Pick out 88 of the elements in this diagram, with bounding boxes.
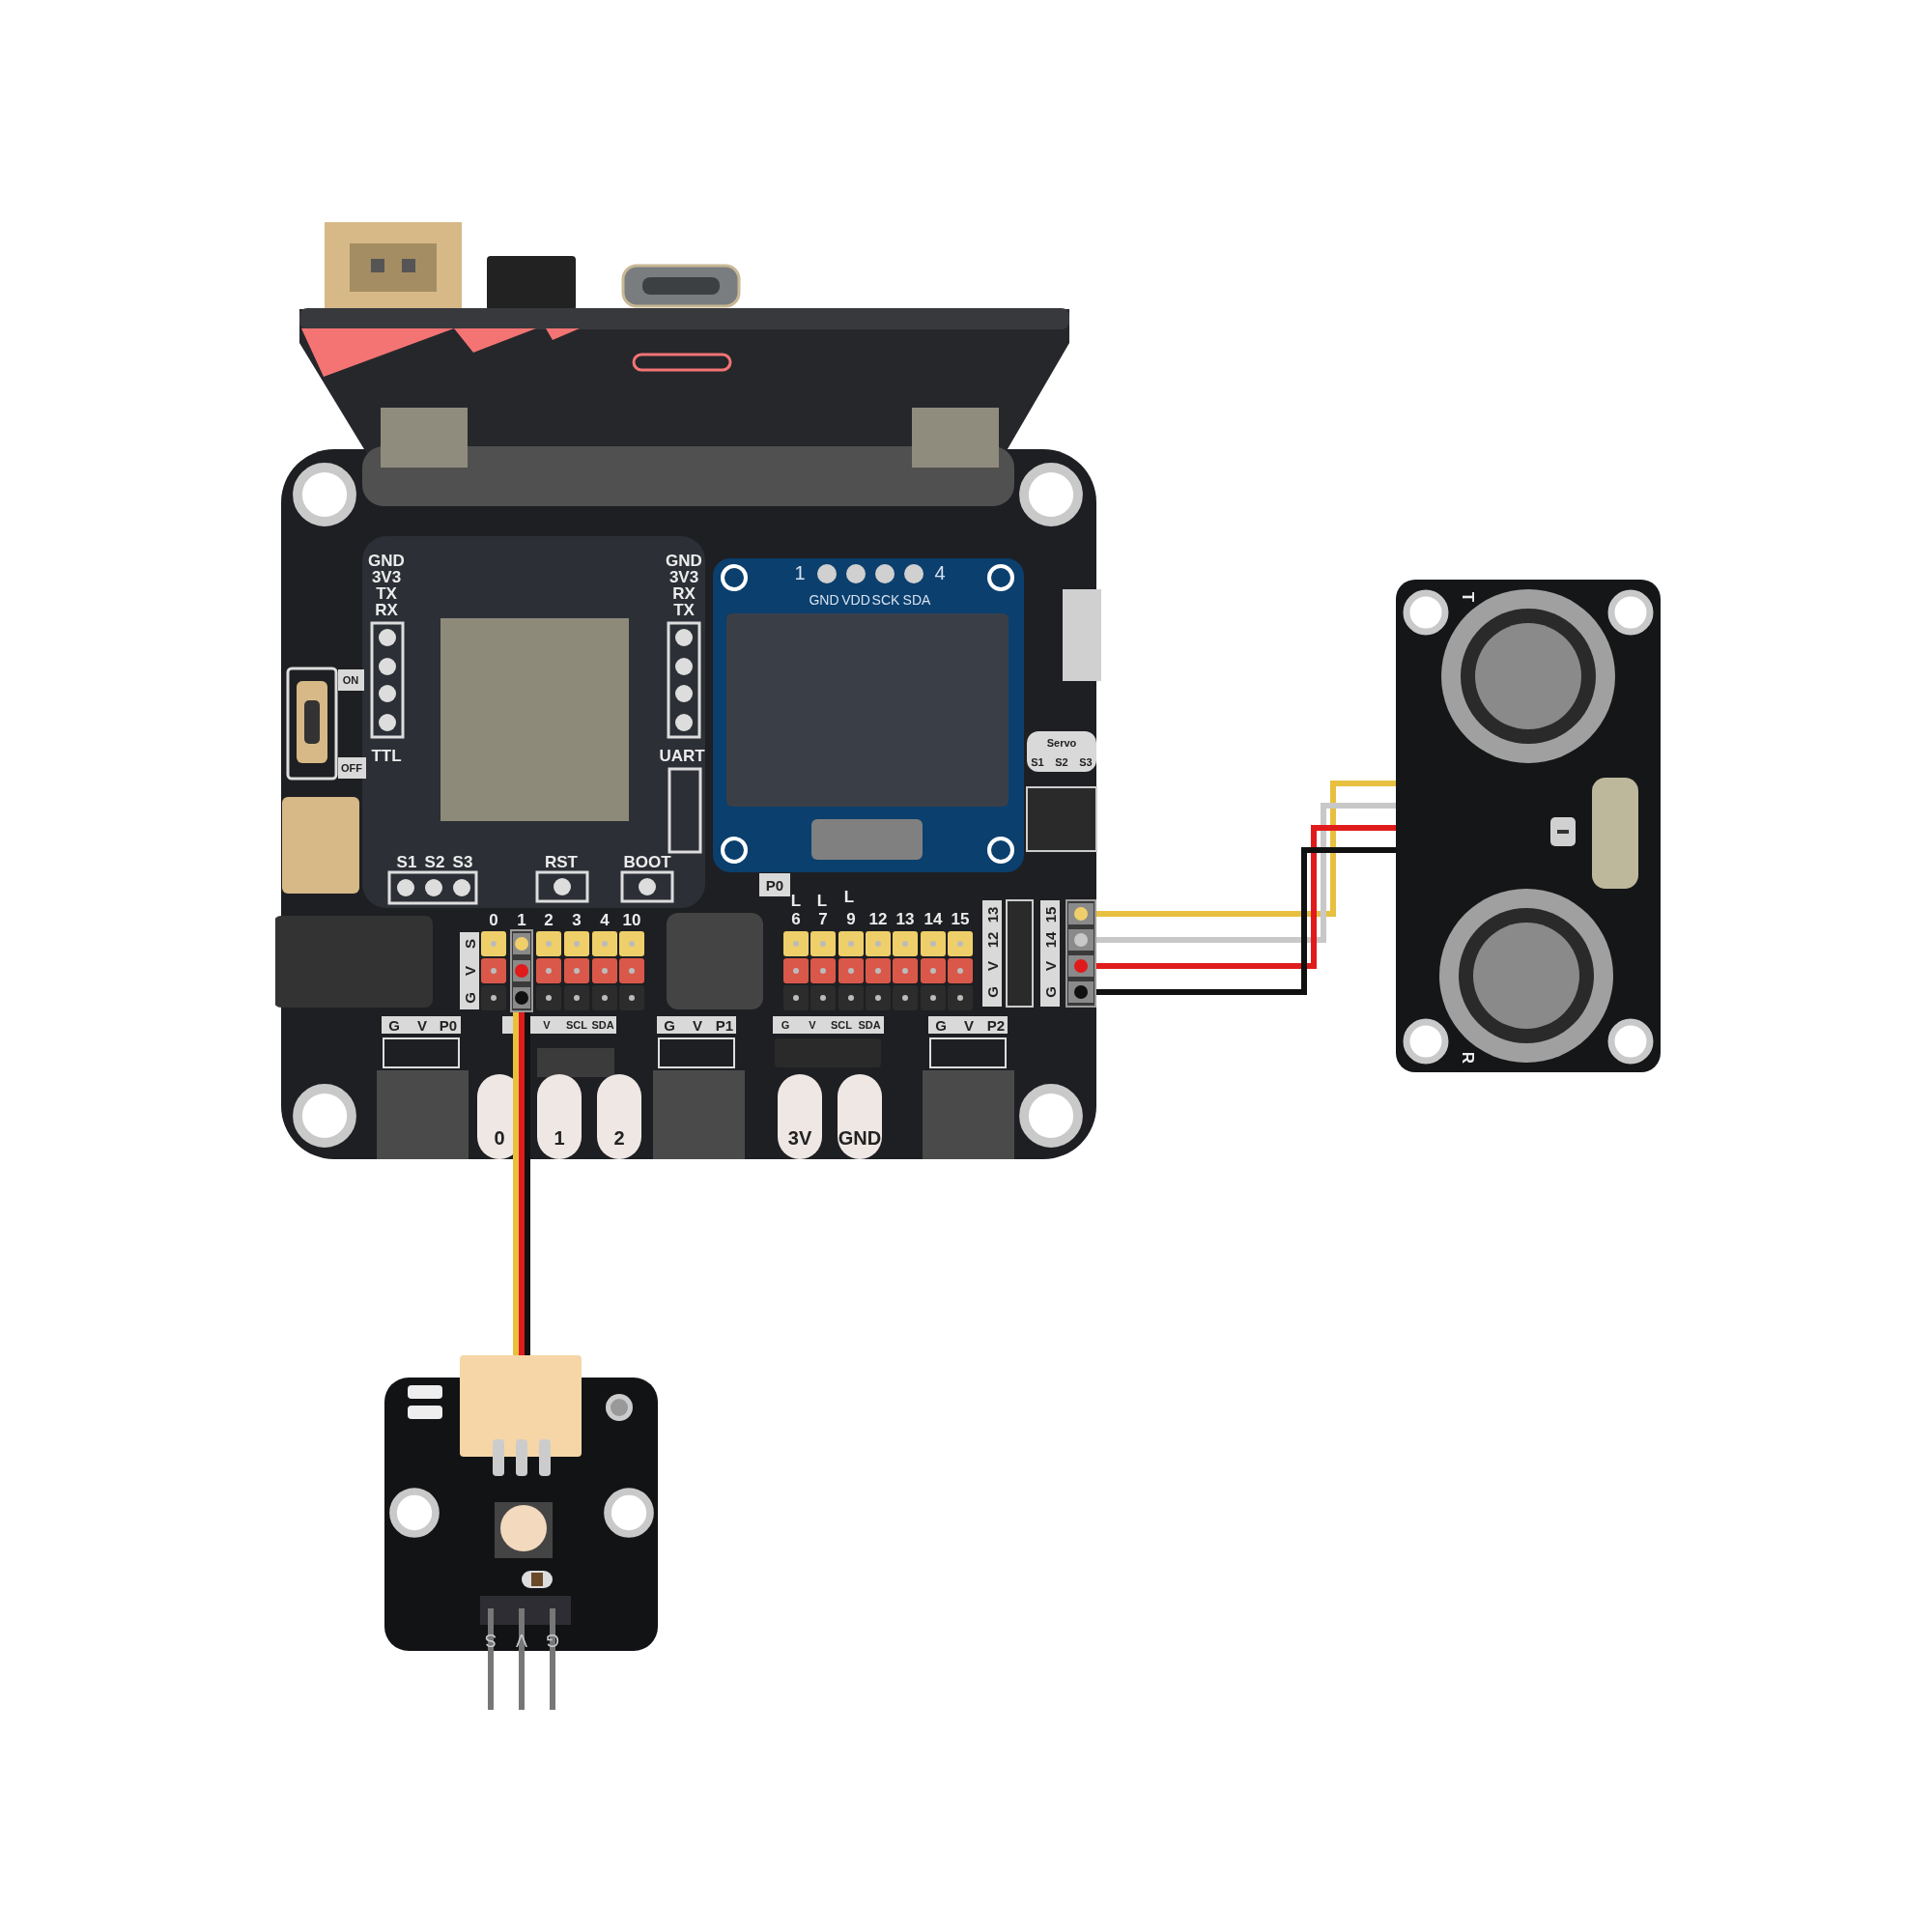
pin-number: 4 <box>600 911 610 928</box>
pin-label: VDD <box>841 593 870 607</box>
wire <box>525 1012 530 1355</box>
pin-number: 4 <box>934 563 946 582</box>
pin-label: 3V3 <box>371 568 402 585</box>
pin-number: 14 <box>1042 931 1058 949</box>
pin-label: G <box>546 1632 559 1649</box>
pin-label: S <box>462 939 477 949</box>
pin-label: SDA <box>902 593 931 607</box>
pad-label: 1 <box>554 1128 565 1148</box>
button-label: RST <box>545 853 578 870</box>
pin-number: 9 <box>846 910 856 927</box>
header-label: Servo <box>1046 737 1077 749</box>
pin-label: G <box>1042 986 1058 998</box>
pin-label: S2 <box>424 853 445 870</box>
pin-label: TX <box>376 584 397 602</box>
pin-number: 10 <box>622 911 641 928</box>
pin-number: 15 <box>951 910 970 927</box>
pin-label: V <box>417 1017 427 1033</box>
pin-label: SDA <box>858 1019 881 1031</box>
pin-label: V <box>964 1017 974 1033</box>
pin-label: G <box>664 1017 675 1033</box>
button-label: BOOT <box>623 853 671 870</box>
pin-label: V <box>693 1017 702 1033</box>
switch-label: OFF <box>341 762 362 774</box>
wire <box>1096 825 1396 969</box>
header-label: UART <box>659 747 705 764</box>
pin-label: P0 <box>439 1017 458 1033</box>
pin-label: G <box>984 986 1000 998</box>
pin-label: S3 <box>452 853 473 870</box>
pin-label: S1 <box>396 853 417 870</box>
pin-label: GND <box>809 593 839 607</box>
pin-label: S <box>485 1632 497 1649</box>
switch-label: ON <box>342 674 359 686</box>
pad-label: 2 <box>613 1128 625 1148</box>
transducer-label: R <box>1459 1051 1476 1065</box>
pin-label: P2 <box>986 1017 1006 1033</box>
pin-label: L <box>816 892 828 909</box>
pin-number: 15 <box>1042 906 1058 923</box>
pin-label: SCL <box>566 1019 587 1031</box>
pin-number: 12 <box>868 910 888 927</box>
pin-label: P0 <box>765 877 784 893</box>
wire <box>513 1012 519 1355</box>
pin-number: 12 <box>984 931 1000 949</box>
pin-number: 0 <box>489 911 498 928</box>
pin-number: 6 <box>791 910 801 927</box>
pin-number: 7 <box>818 910 828 927</box>
pin-label: L <box>843 888 855 905</box>
header-label: TTL <box>371 747 402 764</box>
wire <box>1096 803 1396 943</box>
pin-label: GND <box>666 552 702 569</box>
pin-number: 14 <box>923 910 943 927</box>
pin-number: 2 <box>544 911 554 928</box>
pin-number: 13 <box>895 910 915 927</box>
pin-label: G <box>388 1017 400 1033</box>
pin-label: G <box>935 1017 947 1033</box>
pin-label: V <box>809 1019 816 1031</box>
pin-label: RX <box>375 601 398 618</box>
pin-label: 3V3 <box>668 568 699 585</box>
pin-label: S3 <box>1079 756 1093 768</box>
pin-label: S2 <box>1055 756 1068 768</box>
wire <box>1096 847 1396 995</box>
pin-label: G <box>462 992 477 1004</box>
pin-label: L <box>790 892 802 909</box>
pin-label: TX <box>673 601 695 618</box>
pin-number: 13 <box>984 906 1000 923</box>
wire <box>519 1012 525 1355</box>
pin-number: 1 <box>794 563 806 582</box>
pin-label: G <box>781 1019 790 1031</box>
pin-label: GND <box>368 552 405 569</box>
pin-label: V <box>1042 961 1058 971</box>
pin-label: V <box>462 966 477 976</box>
transducer-label: T <box>1459 591 1476 603</box>
pin-label: V <box>543 1019 551 1031</box>
wire <box>1096 781 1396 917</box>
pin-label: SCL <box>831 1019 852 1031</box>
pin-label: SCK <box>871 593 900 607</box>
pin-number: 3 <box>572 911 582 928</box>
pin-label: V <box>984 961 1000 971</box>
pin-label: V <box>516 1632 527 1649</box>
pin-label: S1 <box>1031 756 1044 768</box>
pin-number: 1 <box>517 911 526 928</box>
pad-label: GND <box>838 1128 882 1148</box>
pin-label: P1 <box>715 1017 734 1033</box>
pad-label: 3V <box>787 1128 812 1148</box>
pin-label: RX <box>672 584 696 602</box>
pad-label: 0 <box>494 1128 505 1148</box>
pin-label: SDA <box>591 1019 614 1031</box>
